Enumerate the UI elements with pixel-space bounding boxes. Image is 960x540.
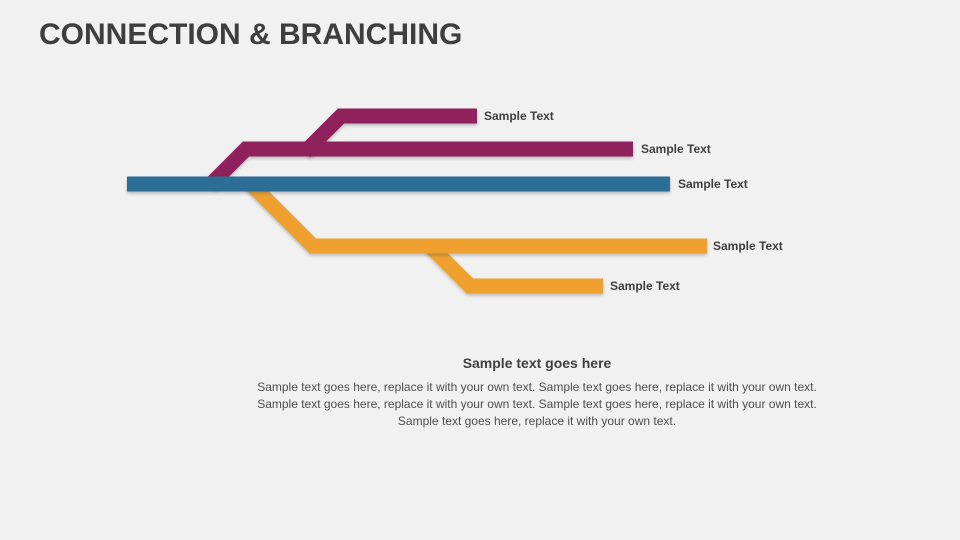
branch-label-lower-secondary: Sample Text — [610, 279, 680, 293]
body-text-block: Sample text goes here Sample text goes h… — [237, 354, 837, 430]
upper-branch-primary-line — [204, 141, 633, 191]
body-paragraph: Sample text goes here, replace it with y… — [257, 380, 817, 428]
branch-label-main-line: Sample Text — [678, 177, 748, 191]
lower-branch-secondary-line — [424, 240, 603, 294]
slide-title: CONNECTION & BRANCHING — [39, 18, 463, 51]
branch-label-upper-secondary: Sample Text — [484, 109, 554, 123]
branch-label-upper-primary: Sample Text — [641, 142, 711, 156]
lower-branch-primary-line — [245, 178, 707, 254]
branch-label-lower-primary: Sample Text — [713, 239, 783, 253]
body-heading: Sample text goes here — [462, 355, 612, 371]
upper-branch-secondary-line — [299, 108, 477, 158]
